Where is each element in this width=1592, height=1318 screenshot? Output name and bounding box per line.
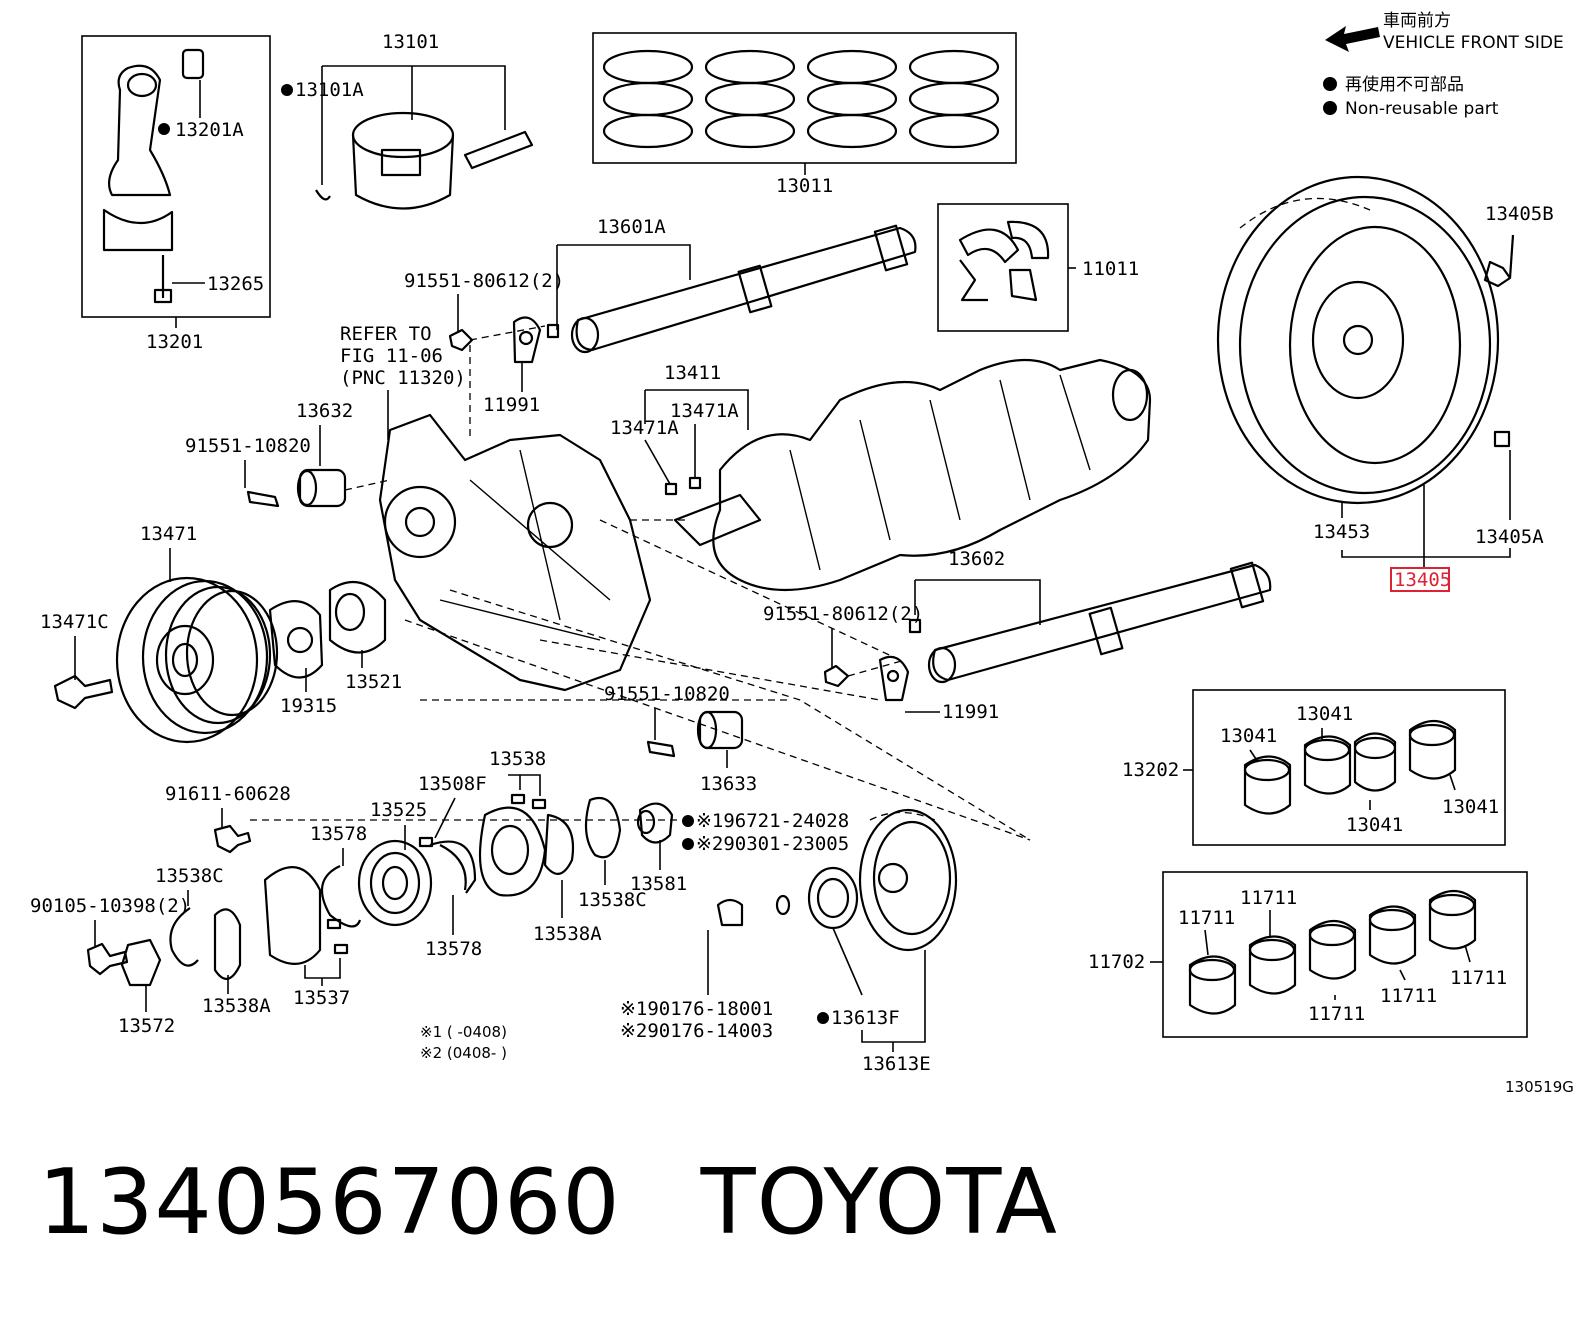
label-13538A-a: 13538A (533, 923, 602, 945)
flywheel-group: 13405B 13405A 13453 13405 (1216, 175, 1554, 592)
label-13041-b: 13041 (1296, 703, 1353, 725)
piston-group: 13101 13101A (281, 31, 534, 210)
label-11711-b: 11711 (1240, 887, 1297, 909)
refer-line1: REFER TO (340, 323, 432, 345)
highlight-box-13405 (1390, 567, 1450, 592)
note-2: ※2 (0408- ) (420, 1044, 507, 1062)
label-13453: 13453 (1313, 521, 1370, 543)
label-11711-d: 11711 (1380, 985, 1437, 1007)
non-reusable-dot-icon (1323, 77, 1337, 91)
label-91611-60628: 91611-60628 (165, 783, 291, 805)
label-190176: ※190176-18001 (620, 998, 773, 1020)
part-number: 1340567060 (38, 1150, 621, 1255)
label-13601A: 13601A (597, 216, 666, 238)
label-13471A-b: 13471A (670, 400, 739, 422)
front-label-jp: 車両前方 (1383, 11, 1451, 31)
balance-shaft-upper: 13601A (546, 216, 917, 354)
connecting-rod-group: 13201A 13265 13201 (81, 35, 271, 353)
label-13201A: 13201A (175, 119, 244, 141)
refer-group: REFER TO FIG 11-06 (PNC 11320) 91551-806… (340, 270, 564, 440)
label-13633: 13633 (700, 773, 757, 795)
label-13537: 13537 (293, 987, 350, 1009)
label-11711-c: 11711 (1308, 1003, 1365, 1025)
label-13613F: 13613F (831, 1007, 900, 1029)
main-bearings-group: 11702 11711 11711 11711 11711 11711 (1088, 871, 1528, 1038)
label-91551-10820-b: 91551-10820 (604, 683, 730, 705)
label-11711-e: 11711 (1450, 967, 1507, 989)
label-91551-10820-a: 91551-10820 (185, 435, 311, 457)
label-13041-c: 13041 (1346, 814, 1403, 836)
label-13471C: 13471C (40, 611, 109, 633)
label-290176: ※290176-14003 (620, 1020, 773, 1042)
timing-housing-group: 13632 91551-10820 (185, 400, 652, 692)
label-13011: 13011 (776, 175, 833, 197)
crankshaft-group: 13411 13471A 13471A (610, 358, 1152, 592)
label-11991-a: 11991 (483, 394, 540, 416)
label-13405: 13405 (1394, 569, 1451, 591)
brand-name: TOYOTA (700, 1150, 1058, 1255)
piston-rings-group: 13011 (592, 32, 1017, 197)
crank-pulley-group: 13471 13471C 19315 13521 (40, 523, 402, 744)
label-13508F: 13508F (418, 773, 487, 795)
non-reusable-dot-icon (281, 84, 293, 96)
label-13405A: 13405A (1475, 526, 1544, 548)
label-11991-b: 11991 (942, 701, 999, 723)
label-13581: 13581 (630, 873, 687, 895)
non-reusable-label-en: Non-reusable part (1345, 99, 1499, 119)
label-13602: 13602 (948, 548, 1005, 570)
label-13578-a: 13578 (310, 823, 367, 845)
crank-bearings-group: 13202 13041 13041 13041 13041 (1122, 689, 1506, 846)
note-1: ※1 ( -0408) (420, 1023, 507, 1041)
diagram-code: 130519G (1505, 1078, 1574, 1096)
non-reusable-label-jp: 再使用不可部品 (1345, 74, 1464, 95)
label-13538C-a: 13538C (155, 865, 224, 887)
label-13201: 13201 (146, 331, 203, 353)
non-reusable-dot-icon (682, 815, 694, 827)
front-label-en: VEHICLE FRONT SIDE (1383, 33, 1564, 53)
label-13101: 13101 (382, 31, 439, 53)
label-13525: 13525 (370, 799, 427, 821)
label-13405B: 13405B (1485, 203, 1554, 225)
label-90105: 90105-10398(2) (30, 895, 190, 917)
label-91551-80612-a: 91551-80612(2) (404, 270, 564, 292)
refer-line2: FIG 11-06 (340, 345, 443, 367)
non-reusable-dot-icon (1323, 101, 1337, 115)
label-13411: 13411 (664, 362, 721, 384)
label-11711-a: 11711 (1178, 907, 1235, 929)
label-13471: 13471 (140, 523, 197, 545)
label-13538-top: 13538 (489, 748, 546, 770)
label-13471A-a: 13471A (610, 417, 679, 439)
label-13101A: 13101A (295, 79, 364, 101)
legend: 車両前方 VEHICLE FRONT SIDE 再使用不可部品 Non-reus… (1323, 11, 1564, 119)
non-reusable-dot-icon (682, 838, 694, 850)
thrust-washer-group: 11011 (937, 203, 1139, 332)
non-reusable-dot-icon (817, 1012, 829, 1024)
oil-pump-group: 13538 13508F 91611-60628 13525 13578 135… (30, 748, 958, 1075)
label-13572: 13572 (118, 1015, 175, 1037)
dashed-guides (250, 519, 1031, 841)
balance-shaft-lower: 13602 91551-80612(2) 11991 (763, 548, 1272, 723)
label-196721: ※196721-24028 (696, 810, 849, 832)
label-11011: 11011 (1082, 258, 1139, 280)
label-13538A-b: 13538A (202, 995, 271, 1017)
label-19315: 19315 (280, 695, 337, 717)
idler-gear-group: 91551-10820 13633 (604, 683, 757, 795)
label-290301: ※290301-23005 (696, 833, 849, 855)
label-11702: 11702 (1088, 951, 1145, 973)
label-13202: 13202 (1122, 759, 1179, 781)
front-arrow-icon (1325, 26, 1380, 52)
label-13578-b: 13578 (425, 938, 482, 960)
label-13265: 13265 (207, 273, 264, 295)
label-13041-a: 13041 (1220, 725, 1277, 747)
footer-caption: 1340567060 TOYOTA (38, 1150, 1058, 1255)
label-13613E: 13613E (862, 1053, 931, 1075)
label-13538C-b: 13538C (578, 889, 647, 911)
label-13632: 13632 (296, 400, 353, 422)
refer-line3: (PNC 11320) (340, 367, 466, 389)
label-13041-d: 13041 (1442, 796, 1499, 818)
label-91551-80612-b: 91551-80612(2) (763, 603, 923, 625)
label-13521: 13521 (345, 671, 402, 693)
non-reusable-dot-icon (158, 123, 170, 135)
